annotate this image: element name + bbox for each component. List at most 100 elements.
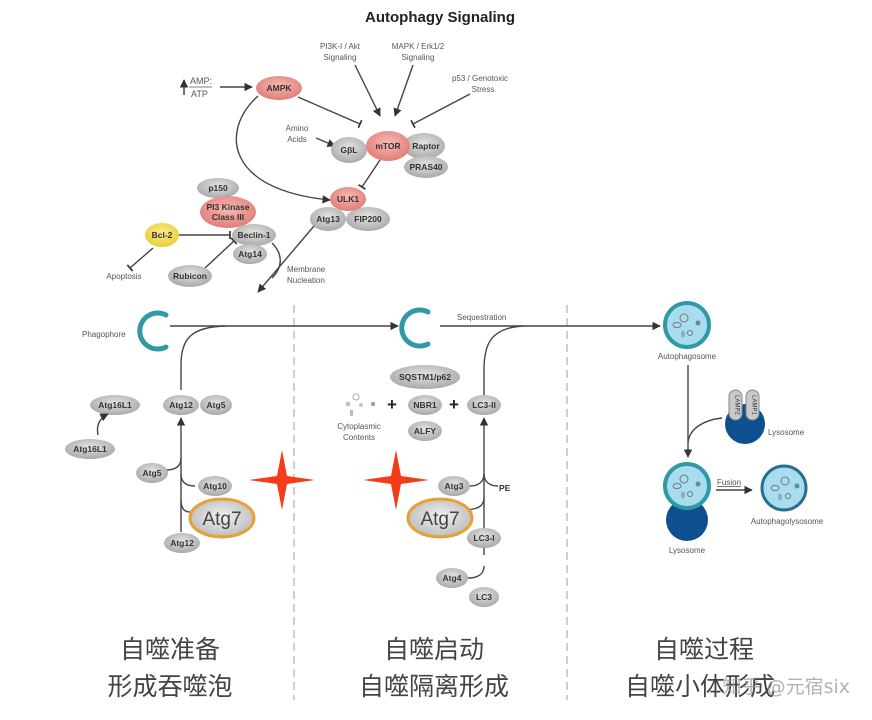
svg-text:LC3-I: LC3-I (473, 533, 494, 543)
beclin1-node (232, 224, 276, 246)
atg14-node (233, 244, 267, 264)
nbr1-node (408, 395, 442, 415)
svg-text:Signaling: Signaling (324, 53, 357, 62)
atg12-complex-node (163, 395, 199, 415)
svg-text:Bcl-2: Bcl-2 (152, 230, 173, 240)
svg-text:LC3: LC3 (476, 592, 492, 602)
svg-text:PRAS40: PRAS40 (409, 162, 442, 172)
sequestration-label: Sequestration (457, 313, 506, 322)
stage-captions: 自噬准备 形成吞噬泡 自噬启动 自噬隔离形成 自噬过程 自噬小体形成 (107, 635, 775, 701)
lc3ii-to-sequestration (483, 325, 524, 395)
caption-stage3-line1: 自噬过程 (654, 635, 754, 664)
atg4-node (436, 568, 468, 588)
fip200-node (346, 207, 390, 231)
phagophore-label: Phagophore (82, 330, 126, 339)
stage-3-autophagosome: Autophagosome LAMP2 LAMP1 Lysosome Lysos… (658, 301, 824, 555)
bcl2-inhibits-apoptosis (126, 247, 154, 272)
autophagolysosome-label: Autophagolysosome (751, 517, 824, 526)
atg16l1-node (65, 439, 115, 459)
lc3-node (469, 587, 499, 607)
fusing-lysosome-icon (663, 462, 711, 541)
upstream-signaling: AMP: ATP PI3K-I / Akt Signaling MAPK / E… (106, 42, 508, 293)
highlight-star-icon (363, 450, 429, 510)
highlight-star-icon (249, 450, 315, 510)
fusion-label: Fusion (717, 478, 741, 487)
lysosome-bottom-label: Lysosome (669, 546, 706, 555)
svg-text:Atg14: Atg14 (238, 249, 262, 259)
phagophore-stage2-icon (399, 307, 431, 349)
p53-inhibits-mtor (410, 93, 471, 129)
svg-text:SQSTM1/p62: SQSTM1/p62 (399, 372, 451, 382)
svg-text:Atg3: Atg3 (445, 481, 464, 491)
svg-text:NBR1: NBR1 (413, 400, 436, 410)
ampk-node (256, 76, 302, 100)
gbl-node (331, 137, 367, 163)
stage-1-phagophore-formation: Phagophore Atg16L1 Atg12 Atg5 Atg16L1 At… (65, 310, 399, 553)
lysosome-join-arrow (687, 417, 723, 443)
amino-to-gbl-arrow (315, 137, 336, 147)
svg-text:Rubicon: Rubicon (173, 271, 207, 281)
svg-text:Atg13: Atg13 (316, 214, 340, 224)
svg-text:Class III: Class III (212, 212, 244, 222)
svg-text:Atg12: Atg12 (170, 538, 194, 548)
atg16l1-join-arrow (96, 413, 109, 436)
svg-text:ULK1: ULK1 (337, 194, 359, 204)
atg12-complex-to-phagophore (180, 325, 226, 390)
svg-text:GβL: GβL (341, 145, 358, 155)
atg3-node (438, 476, 470, 496)
watermark: 知乎 @元宿six (723, 676, 850, 698)
raptor-node (403, 133, 445, 159)
atg16l1-complex-node (90, 395, 140, 415)
stage-2-sequestration: Sequestration SQSTM1/p62 NBR1 ALFY LC3-I… (337, 307, 661, 607)
svg-text:Beclin-1: Beclin-1 (237, 230, 270, 240)
plus-icon: + (449, 395, 459, 414)
caption-stage2-line2: 自噬隔离形成 (359, 672, 509, 701)
caption-stage2-line1: 自噬启动 (384, 635, 484, 664)
pi3k-akt-label: PI3K-I / Akt (320, 42, 361, 51)
p150-node (197, 178, 239, 198)
caption-stage1-line1: 自噬准备 (120, 635, 220, 664)
svg-text:mTOR: mTOR (375, 141, 400, 151)
atp-label: ATP (191, 89, 208, 99)
membrane-nucleation-arrow (257, 225, 315, 293)
beclin-curve (271, 242, 281, 279)
cytoplasmic-contents-icon (345, 393, 375, 416)
cytoplasmic-contents-label: Cytoplasmic (337, 422, 381, 431)
svg-text:Stress: Stress (472, 85, 495, 94)
mtor-node (366, 131, 410, 161)
rubicon-inhibits-beclin1 (204, 237, 238, 269)
svg-text:Atg5: Atg5 (207, 400, 226, 410)
lysosome-top-label: Lysosome (768, 428, 805, 437)
caption-stage1-line2: 形成吞噬泡 (107, 672, 232, 701)
lysosome-lamp-icon: LAMP2 LAMP1 (725, 389, 765, 444)
svg-text:FIP200: FIP200 (354, 214, 382, 224)
atg12-node (164, 533, 200, 553)
svg-text:Atg7: Atg7 (420, 509, 459, 530)
pras40-node (404, 156, 448, 178)
autophagolysosome-icon (760, 464, 808, 512)
lamp2-label: LAMP2 (734, 395, 740, 415)
apoptosis-label: Apoptosis (106, 272, 141, 281)
svg-text:Contents: Contents (343, 433, 375, 442)
pe-label: PE (499, 483, 511, 493)
svg-text:p150: p150 (208, 183, 228, 193)
bcl2-node (145, 223, 179, 247)
pi3k-class3-node (200, 196, 256, 228)
svg-text:ALFY: ALFY (414, 426, 437, 436)
svg-text:AMPK: AMPK (266, 83, 292, 93)
atg5-node (136, 463, 168, 483)
sqstm1-node (390, 365, 460, 389)
svg-text:Atg16L1: Atg16L1 (73, 444, 107, 454)
svg-text:Atg10: Atg10 (203, 481, 227, 491)
svg-text:Atg5: Atg5 (143, 468, 162, 478)
membrane-nucleation-label: Membrane (287, 265, 326, 274)
svg-text:Atg16L1: Atg16L1 (98, 400, 132, 410)
caption-stage3-line2: 自噬小体形成 (625, 672, 775, 701)
ampk-to-ulk1-arrow (235, 95, 331, 204)
svg-text:PI3 Kinase: PI3 Kinase (207, 202, 250, 212)
alfy-node (408, 421, 442, 441)
diagram-title: Autophagy Signaling (365, 9, 515, 26)
mapk-to-mtor-arrow (393, 64, 414, 117)
mtor-inhibits-ulk1 (358, 159, 381, 191)
